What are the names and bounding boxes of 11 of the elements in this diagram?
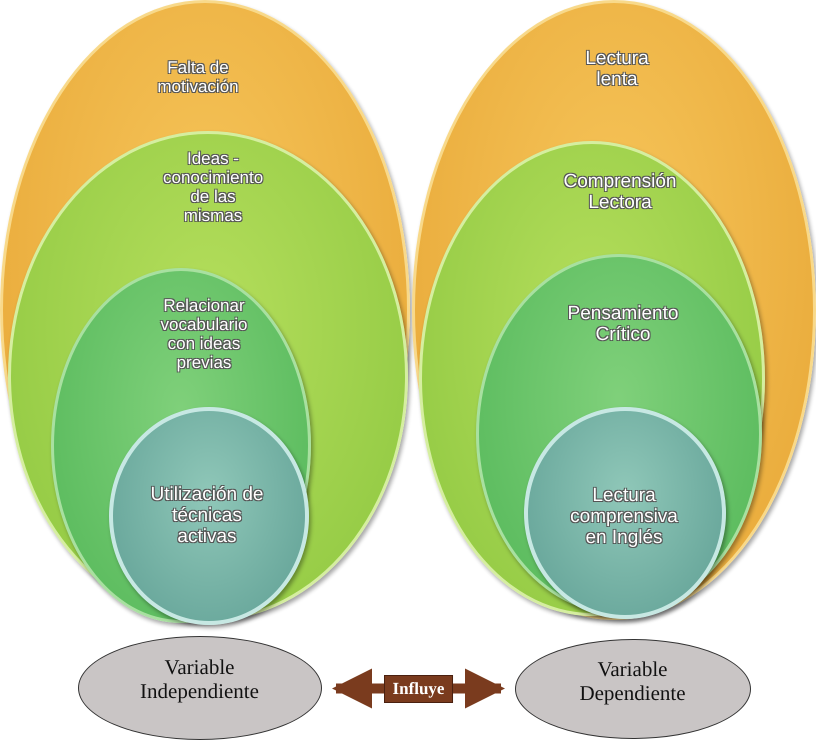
ellipse-label: Variable Independiente [139,654,260,702]
ellipse-label: Variable Dependiente [578,656,687,704]
ellipse-label: Falta de motivación [156,58,240,96]
ellipse-label: Utilización de técnicas activas [150,484,264,547]
ellipse-label: Relacionar vocabulario con ideas previas [160,296,248,372]
ellipse-label: Lectura lenta [584,48,650,90]
ellipse-label: Pensamiento Crítico [566,303,680,345]
ellipse-label: Lectura comprensiva en Inglés [569,485,679,548]
ellipse-label: Ideas - conocimiento de las mismas [163,149,263,225]
ellipse-label: Comprensión Lectora [562,171,678,213]
edge-label: Influye [384,674,454,702]
